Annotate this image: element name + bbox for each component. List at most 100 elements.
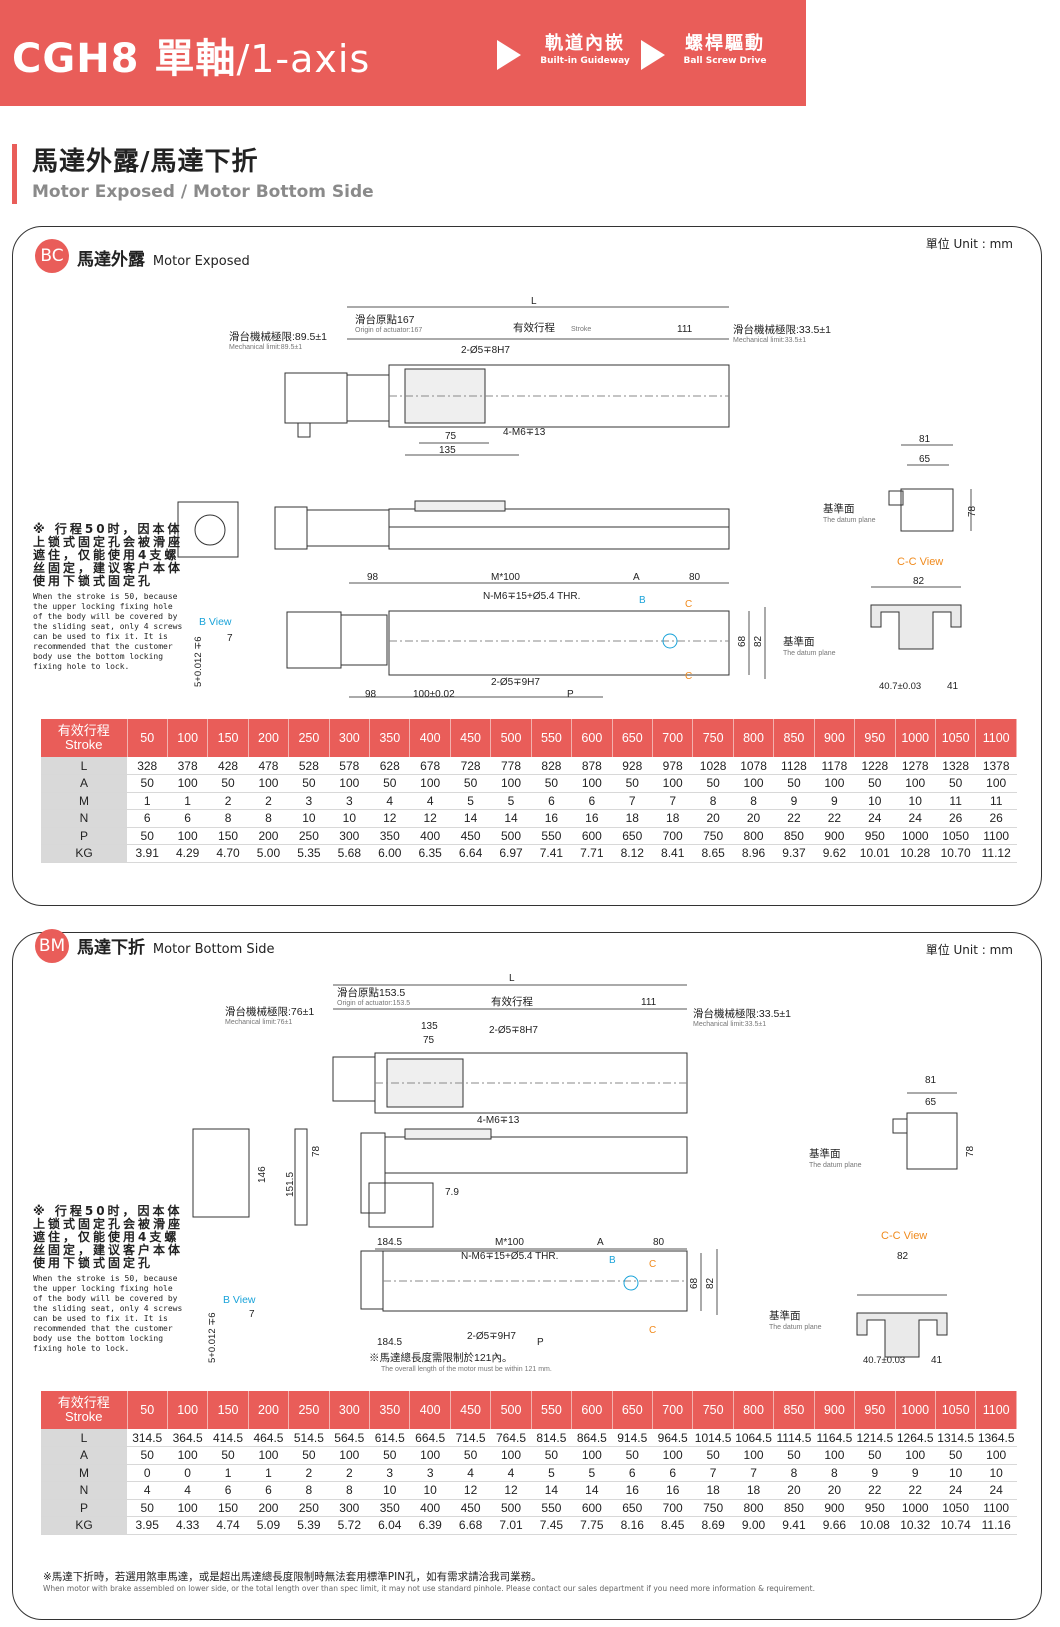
dim-L: L <box>509 973 515 984</box>
stroke-col-header: 250 <box>288 719 330 757</box>
stroke-col-header: 800 <box>733 1391 775 1429</box>
table-cell: 100 <box>975 774 1017 793</box>
stroke-col-header: 1100 <box>975 719 1017 757</box>
table-cell: 100 <box>329 1446 370 1465</box>
table-cell: 850 <box>773 1499 815 1517</box>
table-cell: 7 <box>692 1464 734 1482</box>
table-cell: 50 <box>127 827 168 845</box>
stroke-col-header: 550 <box>531 1391 573 1429</box>
table-cell: 150 <box>207 827 249 845</box>
table-cell: 12 <box>490 1481 532 1500</box>
table-cell: 3 <box>369 1464 410 1482</box>
stroke-col-header: 450 <box>450 719 492 757</box>
mech-limit-left: 滑台機械極限:89.5±1 <box>229 330 327 343</box>
table-cell: 950 <box>854 1499 896 1517</box>
table-cell: 8.45 <box>652 1516 693 1535</box>
stroke-col-header: 50 <box>127 1391 168 1429</box>
table-cell: 7 <box>652 792 693 810</box>
table-cell: 1214.5 <box>854 1429 896 1447</box>
table-cell: 200 <box>248 1499 289 1517</box>
table-cell: 12 <box>409 809 451 828</box>
title-en: /1-axis <box>236 37 371 81</box>
footnote: ※馬達下折時，若選用煞車馬達，或是超出馬達總長度限制時無法套用標準PIN孔，如有… <box>43 1571 815 1593</box>
table-cell: 4 <box>490 1464 532 1482</box>
table-cell: 7.75 <box>571 1516 613 1535</box>
stroke-col-header: 600 <box>571 719 613 757</box>
table-cell: 1100 <box>975 1499 1017 1517</box>
table-cell: 8.65 <box>692 844 734 863</box>
table-cell: 8 <box>773 1464 815 1482</box>
table-cell: 5.00 <box>248 844 289 863</box>
dim-65: 65 <box>925 1097 937 1108</box>
table-cell: 664.5 <box>409 1429 451 1447</box>
table-cell: 4 <box>450 1464 491 1482</box>
unit-label: 單位 Unit : mm <box>925 237 1013 251</box>
svg-text:C: C <box>649 1325 656 1336</box>
table-cell: 5.39 <box>288 1516 330 1535</box>
table-cell: 350 <box>369 827 410 845</box>
table-cell: 400 <box>409 827 451 845</box>
table-cell: 1228 <box>854 757 896 775</box>
dim-82-top: 82 <box>913 576 925 587</box>
table-cell: 7.01 <box>490 1516 532 1535</box>
table-cell: 14 <box>450 809 491 828</box>
b-view-label: B View <box>199 616 232 628</box>
table-cell: 9.37 <box>773 844 815 863</box>
table-cell: 5.72 <box>329 1516 370 1535</box>
table-cell: 800 <box>733 1499 774 1517</box>
stroke-col-header: 400 <box>409 1391 451 1429</box>
table-cell: 8.12 <box>612 844 653 863</box>
dim-80: 80 <box>653 1237 665 1248</box>
table-cell: 1164.5 <box>814 1429 855 1447</box>
table-cell: 900 <box>814 827 855 845</box>
table-cell: 5.35 <box>288 844 330 863</box>
dim-68: 68 <box>737 635 748 647</box>
front-motor <box>274 506 308 550</box>
table-cell: 50 <box>935 774 976 793</box>
side-view <box>906 1112 958 1170</box>
table-cell: 4.29 <box>167 844 208 863</box>
table-cell: 100 <box>975 1446 1017 1465</box>
table-cell: 550 <box>531 827 572 845</box>
bottom-body <box>388 610 730 676</box>
table-cell: 26 <box>935 809 976 828</box>
table-cell: 1278 <box>895 757 936 775</box>
table-cell: 4.33 <box>167 1516 208 1535</box>
dim-111: 111 <box>677 324 693 335</box>
table-cell: 6 <box>167 809 208 828</box>
table-cell: 100 <box>329 774 370 793</box>
table-cell: 10 <box>854 792 896 810</box>
dim-m100: M*100 <box>495 1237 524 1248</box>
pin2-label: 2-Ø5∓9H7 <box>467 1331 516 1342</box>
table-cell: 100 <box>167 774 208 793</box>
stroke-col-header: 1000 <box>895 719 936 757</box>
table-cell: 1328 <box>935 757 976 775</box>
dim-407: 40.7±0.03 <box>863 1355 905 1366</box>
table-cell: 450 <box>450 827 491 845</box>
table-cell: 8 <box>329 1481 370 1500</box>
table-cell: 628 <box>369 757 410 775</box>
table-cell: 22 <box>854 1481 896 1500</box>
table-cell: 364.5 <box>167 1429 208 1447</box>
table-cell: 9.66 <box>814 1516 855 1535</box>
table-cell: 928 <box>612 757 653 775</box>
table-cell: 24 <box>935 1481 976 1500</box>
stroke-col-header: 750 <box>692 1391 734 1429</box>
dim-135: 135 <box>421 1021 438 1032</box>
table-cell: 750 <box>692 827 734 845</box>
table-cell: 3 <box>329 792 370 810</box>
table-cell: 50 <box>692 1446 734 1465</box>
side-view <box>900 488 954 532</box>
table-cell: 1078 <box>733 757 774 775</box>
table-cell: 0 <box>167 1464 208 1482</box>
table-cell: 20 <box>733 809 774 828</box>
table-cell: 478 <box>248 757 289 775</box>
table-cell: 8.16 <box>612 1516 653 1535</box>
dim-407: 40.7±0.03 <box>879 681 921 692</box>
table-cell: 550 <box>531 1499 572 1517</box>
row-label: M <box>41 792 127 810</box>
stroke-col-header: 100 <box>167 1391 209 1429</box>
table-cell: 300 <box>329 827 370 845</box>
